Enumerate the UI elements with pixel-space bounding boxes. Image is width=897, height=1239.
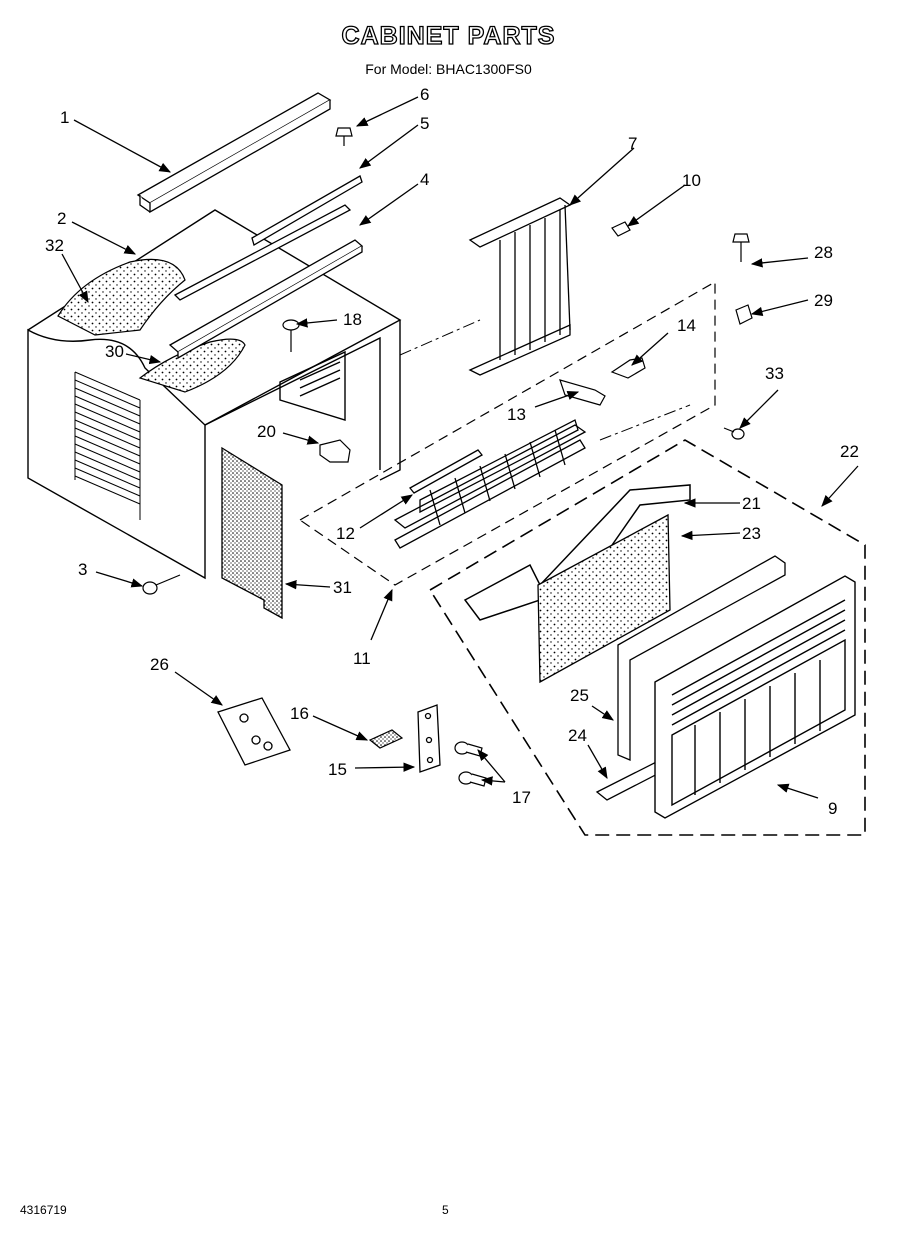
leader-lines [61, 96, 859, 799]
part-label-4: 4 [420, 170, 429, 189]
part-label-20: 20 [257, 422, 276, 441]
part-label-15: 15 [328, 760, 347, 779]
part-label-25: 25 [570, 686, 589, 705]
bracket-26 [217, 697, 291, 766]
part-label-24: 24 [568, 726, 587, 745]
part-label-23: 23 [742, 524, 761, 543]
part-label-26: 26 [150, 655, 169, 674]
part-label-14: 14 [677, 316, 696, 335]
clip-29 [735, 304, 753, 325]
top-insulation-left [57, 258, 186, 336]
part-label-13: 13 [507, 405, 526, 424]
group-outline-11 [298, 280, 716, 586]
part-label-9: 9 [828, 799, 837, 818]
plug-18 [282, 319, 300, 352]
page-title: CABINET PARTS [341, 21, 556, 50]
part-label-33: 33 [765, 364, 784, 383]
part-label-28: 28 [814, 243, 833, 262]
part-label-18: 18 [343, 310, 362, 329]
part-label-5: 5 [420, 114, 429, 133]
part-label-22: 22 [840, 442, 859, 461]
front-grille-9 [654, 575, 856, 819]
cabinet-shell [27, 209, 402, 580]
part-label-6: 6 [420, 85, 429, 104]
screw-33 [723, 427, 745, 440]
model-subtitle: For Model: BHAC1300FS0 [365, 61, 532, 77]
part-label-21: 21 [742, 494, 761, 513]
part-label-29: 29 [814, 291, 833, 310]
rail-parts [136, 92, 364, 360]
part-label-10: 10 [682, 171, 701, 190]
screw-3 [142, 574, 181, 595]
part-label-31: 31 [333, 578, 352, 597]
latch-13 [559, 379, 606, 406]
part-label-3: 3 [78, 560, 87, 579]
bracket-20 [319, 439, 351, 463]
part-label-30: 30 [105, 342, 124, 361]
alignment-line-2 [399, 319, 481, 356]
part-labels: 1 6 5 4 2 32 7 10 28 29 18 14 30 33 13 2… [45, 85, 859, 818]
alignment-line [599, 404, 691, 441]
part-label-2: 2 [57, 209, 66, 228]
clip-14 [610, 357, 646, 379]
screw-10 [611, 221, 631, 237]
pins-17 [454, 741, 487, 787]
gasket-25 [617, 555, 786, 761]
part-label-17: 17 [512, 788, 531, 807]
pad-16 [368, 729, 404, 749]
screw-6 [335, 127, 353, 146]
document-number: 4316719 [20, 1203, 67, 1217]
part-label-16: 16 [290, 704, 309, 723]
deflector-assembly [393, 419, 587, 549]
part-label-11: 11 [353, 649, 371, 668]
side-louvers [74, 371, 141, 520]
screw-28 [732, 233, 750, 262]
bracket-15 [417, 704, 441, 773]
part-label-12: 12 [336, 524, 355, 543]
part-label-7: 7 [628, 134, 637, 153]
foam-panel-31 [221, 446, 283, 620]
filter-23 [537, 513, 671, 684]
group-outline-22 [428, 439, 866, 836]
vent-frame-7 [468, 197, 572, 376]
top-insulation-right [138, 338, 246, 393]
page-number: 5 [442, 1203, 449, 1217]
part-label-1: 1 [60, 108, 69, 127]
part-label-32: 32 [45, 236, 64, 255]
